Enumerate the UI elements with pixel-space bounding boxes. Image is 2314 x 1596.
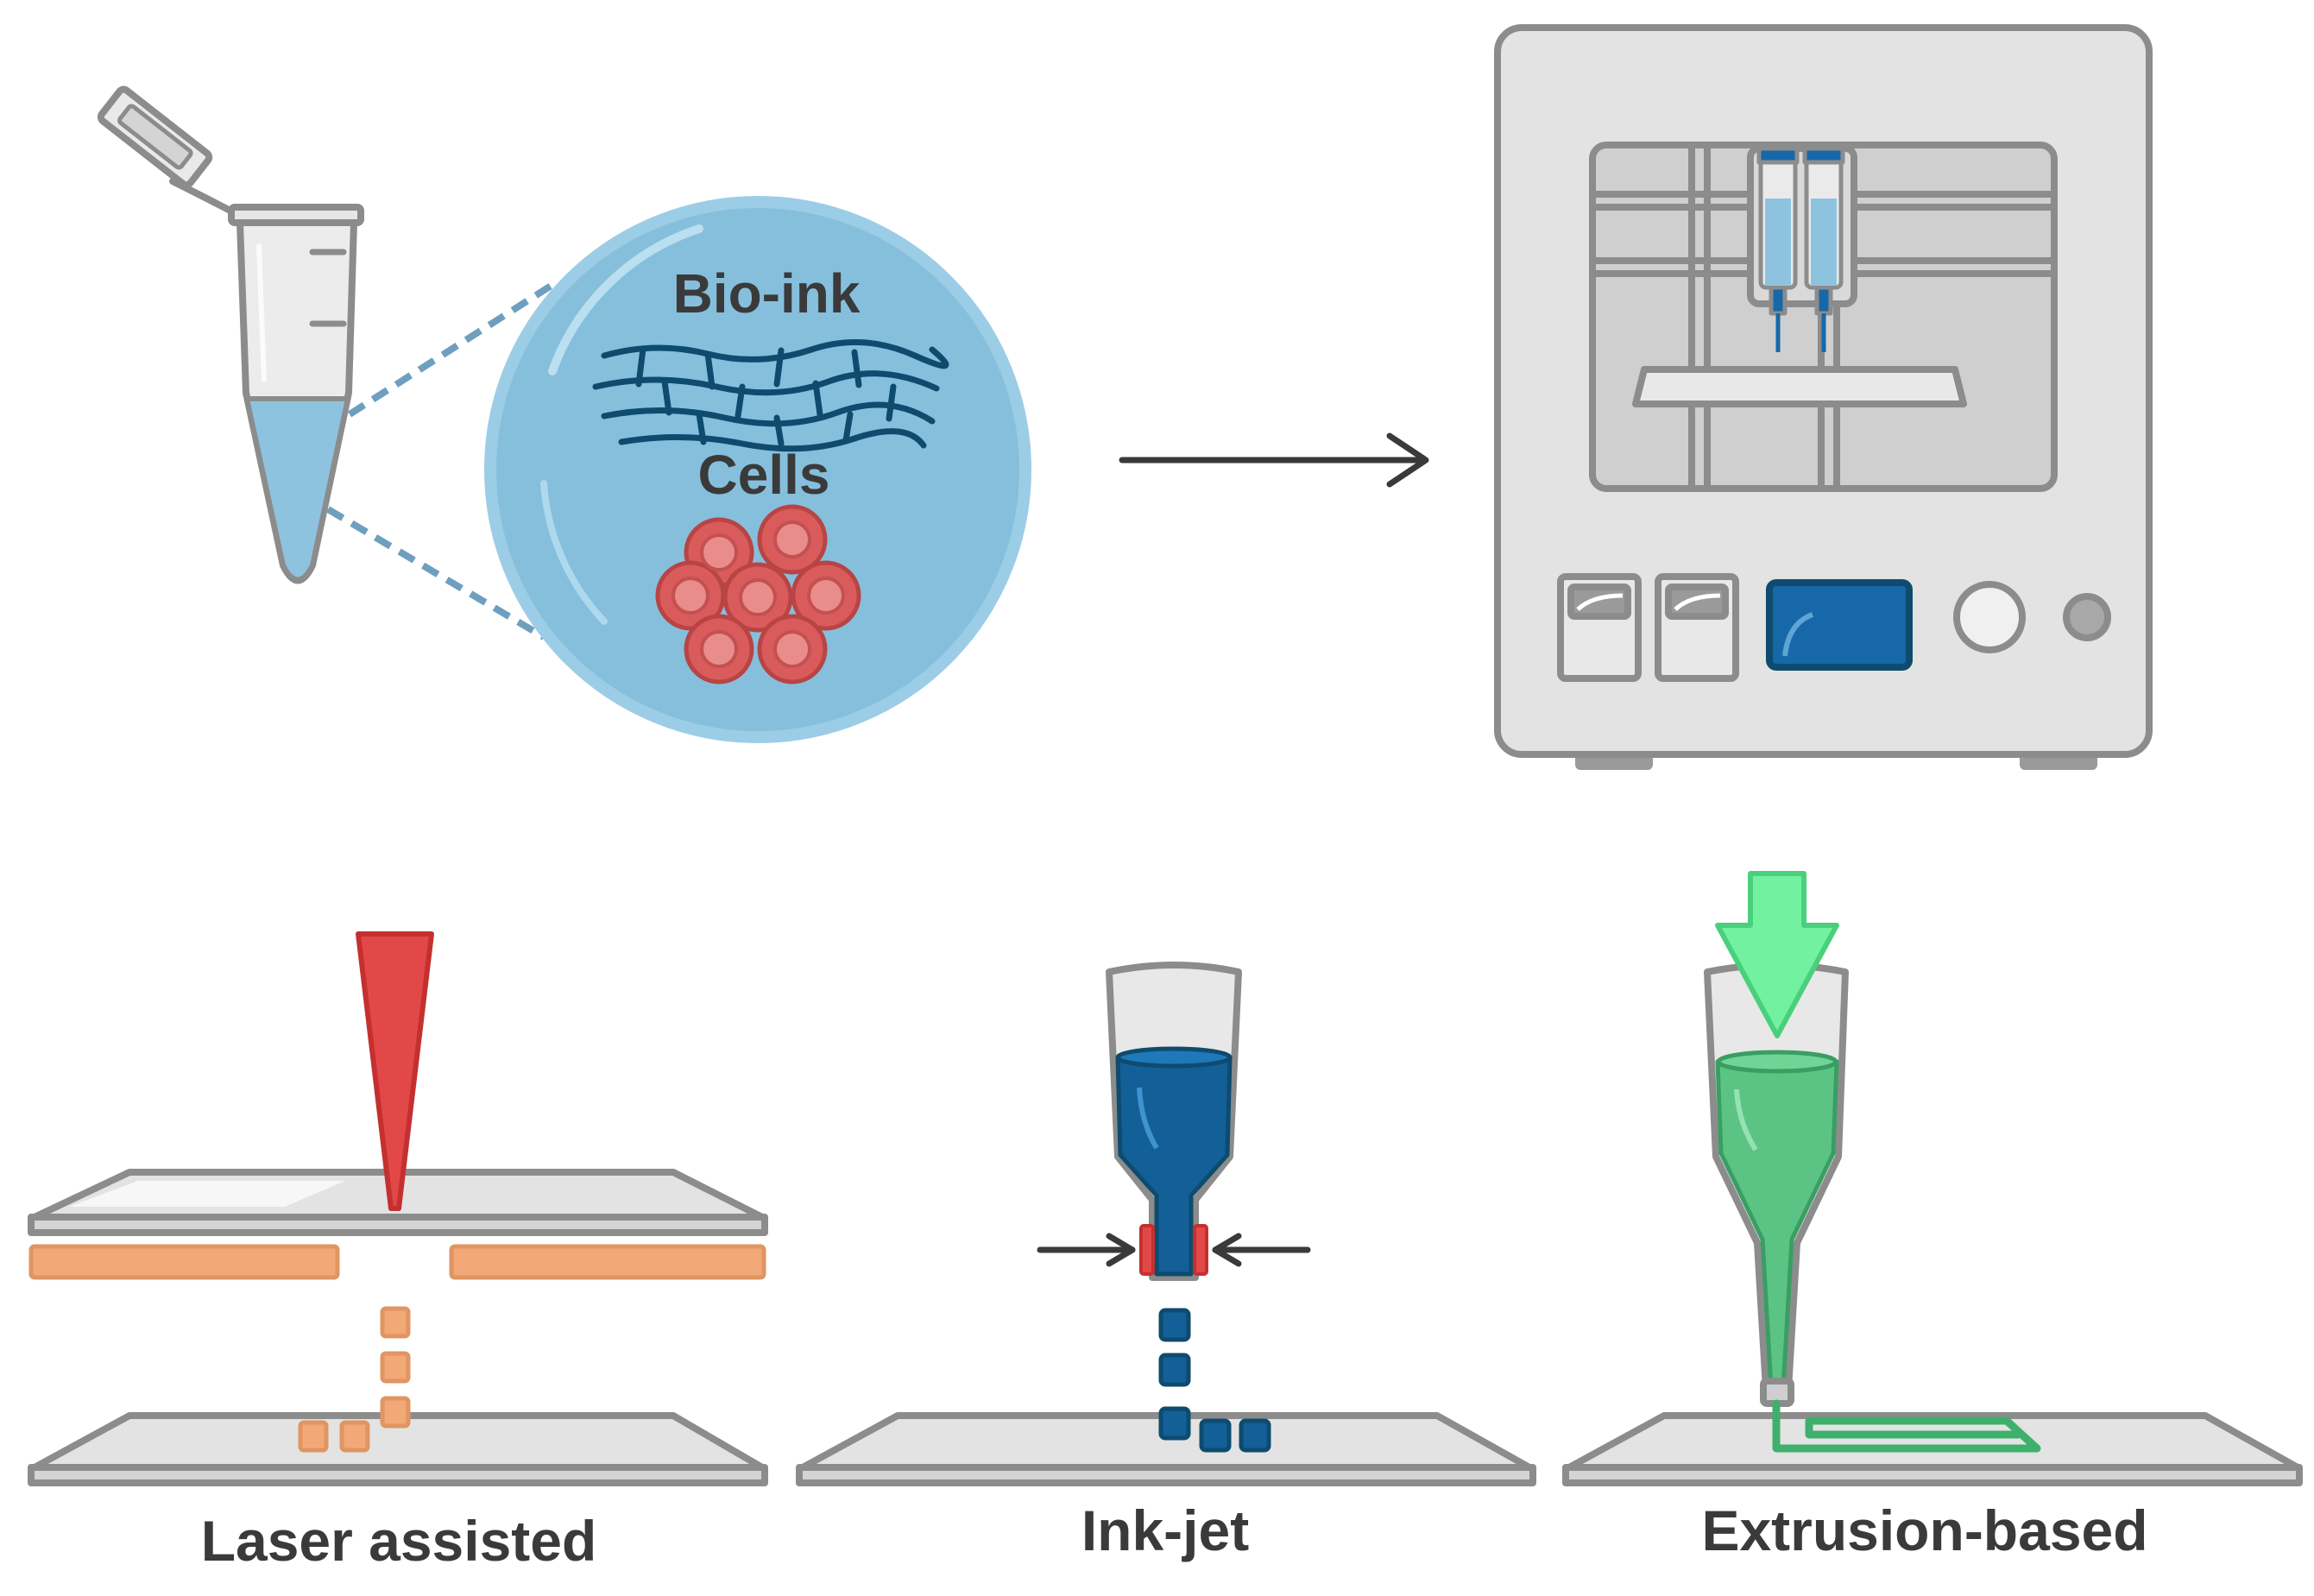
inkjet-droplets [1158,1308,1271,1453]
laser-assisted-label: Laser assisted [201,1509,597,1573]
extruded-filament [1772,1399,2041,1453]
magnifier-circle-icon [484,196,1031,743]
process-arrow-icon [1119,432,1429,488]
inkjet-label: Ink-jet [1081,1498,1249,1562]
cell-cluster-icon [655,504,861,684]
extrusion-based-label: Extrusion-based [1701,1498,2147,1562]
laser-assisted-setup [28,1169,768,1486]
piezo-actuator [1139,1224,1208,1276]
pressure-arrow-icon [1715,871,1839,1038]
bioprinter-icon [1494,24,2153,770]
press-arrow-icon [1037,1233,1311,1267]
inkjet-nozzle-icon [796,962,1536,1486]
magnification-lines [325,281,555,640]
laser-beam-icon [356,931,434,1211]
bioink-network-icon [592,338,949,452]
cells-label: Cells [698,444,830,506]
microtube-icon [97,85,364,584]
bioink-label: Bio-ink [673,262,861,325]
extrusion-syringe-icon [1562,962,2303,1486]
laser-droplets [298,1306,411,1453]
